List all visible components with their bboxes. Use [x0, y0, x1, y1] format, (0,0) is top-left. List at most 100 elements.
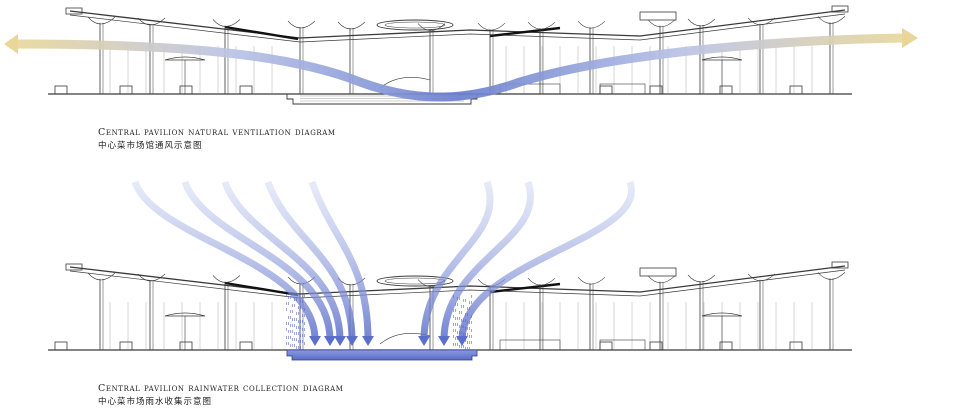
rain-drop	[304, 328, 305, 331]
rain-arrowhead	[309, 336, 321, 346]
rain-drop	[471, 301, 472, 304]
column-branch	[577, 20, 606, 29]
column-branch	[817, 272, 846, 280]
signboard	[639, 11, 677, 21]
rain-drop	[300, 326, 301, 329]
rain-drop	[465, 299, 466, 302]
rain-drop	[453, 323, 454, 326]
roof-beam-right	[489, 282, 561, 294]
rain-drop	[296, 338, 297, 341]
rain-drop	[302, 340, 303, 343]
rain-drop	[467, 321, 468, 324]
rain-drop	[298, 346, 299, 349]
rain-drop	[455, 329, 456, 332]
rain-drop	[288, 330, 289, 333]
roof-cap-right	[831, 261, 849, 269]
floor-block	[179, 341, 193, 351]
rain-drop	[465, 327, 466, 330]
rain-arrows	[131, 180, 635, 350]
rain-drop	[455, 323, 456, 326]
rain-drop	[288, 302, 289, 305]
column-branch	[647, 275, 676, 284]
section-rainwater	[48, 261, 852, 361]
column-branch	[212, 19, 241, 27]
rain-drop	[461, 339, 462, 342]
column-branch	[647, 19, 676, 28]
rain-drop	[465, 339, 466, 342]
rain-drop	[463, 305, 464, 308]
rain-drop	[294, 318, 295, 321]
rain-drop	[302, 334, 303, 337]
roof-line	[69, 9, 846, 39]
rain-flow	[264, 180, 356, 341]
rain-drop	[461, 319, 462, 322]
rain-drop	[288, 296, 289, 299]
rain-drop	[465, 333, 466, 336]
rain-drop	[463, 345, 464, 348]
rain-flow	[458, 180, 635, 341]
column-branch	[212, 275, 241, 283]
rain-drop	[304, 342, 305, 345]
rain-drop	[467, 327, 468, 330]
column-branch	[87, 16, 116, 25]
rain-drop	[300, 340, 301, 343]
floor-block	[719, 341, 733, 351]
rain-drop	[292, 310, 293, 313]
rain-drop	[300, 346, 301, 349]
rain-drop	[461, 345, 462, 348]
rain-drop	[455, 343, 456, 346]
rain-flow	[440, 180, 534, 341]
rain-flow	[131, 180, 319, 341]
rain-arrowhead	[438, 336, 450, 346]
rain-drop	[292, 344, 293, 347]
rain-drop	[463, 339, 464, 342]
section-ventilation	[48, 5, 852, 105]
roof-cap-left	[65, 7, 83, 15]
rain-drop	[286, 328, 287, 331]
rain-drop	[463, 299, 464, 302]
rain-drop	[455, 303, 456, 306]
roof-line	[69, 265, 846, 295]
rain-drop	[288, 342, 289, 345]
roof-cap-left	[65, 263, 83, 271]
rain-drop	[471, 315, 472, 318]
rainwater-title-en: Central pavilion rainwater collection di…	[98, 383, 344, 394]
rain-drop	[459, 325, 460, 328]
rain-drop	[300, 320, 301, 323]
rain-drop	[471, 341, 472, 344]
column-branch	[527, 21, 556, 30]
rain-drop	[304, 334, 305, 337]
floor-block	[599, 85, 613, 95]
rain-arrowhead	[334, 336, 346, 346]
rain-drop	[465, 347, 466, 350]
floor-block	[649, 341, 663, 351]
column-branch	[577, 276, 606, 285]
rain-drop	[469, 347, 470, 350]
floor-block	[119, 341, 133, 351]
rainwater-caption: Central pavilion rainwater collection di…	[98, 383, 344, 407]
floor-block	[719, 85, 733, 95]
column-branch	[137, 273, 166, 282]
column-branch	[687, 274, 716, 283]
column-branch	[817, 16, 846, 24]
column-branch	[417, 23, 446, 31]
rain-drop	[463, 319, 464, 322]
rain-drop	[292, 330, 293, 333]
rain-drop	[292, 318, 293, 321]
rain-drop	[453, 315, 454, 318]
rain-drop	[453, 343, 454, 346]
rain-drop	[298, 326, 299, 329]
rain-drop	[453, 329, 454, 332]
umbrella	[164, 312, 206, 317]
rainwater-title-zh: 中心菜市场雨水收集示意图	[98, 397, 213, 407]
rain-drop	[471, 329, 472, 332]
rain-drop	[459, 345, 460, 348]
umbrella	[701, 56, 743, 61]
rain-drop	[457, 317, 458, 320]
column-branch	[137, 17, 166, 26]
rain-drop	[469, 307, 470, 310]
rain-drop	[465, 313, 466, 316]
rain-drop	[300, 334, 301, 337]
column-branch	[337, 21, 366, 30]
